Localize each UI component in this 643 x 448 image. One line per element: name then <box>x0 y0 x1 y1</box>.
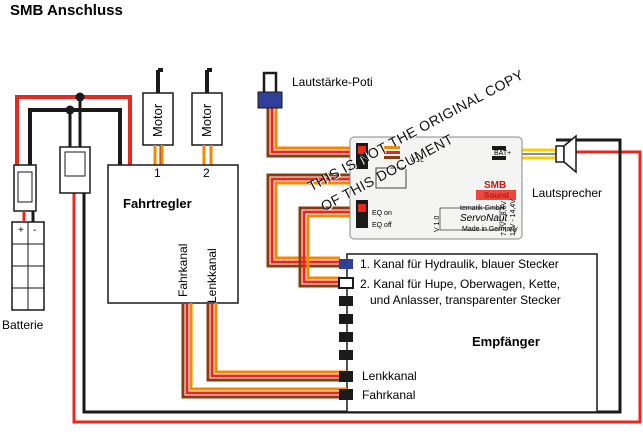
battery <box>11 164 45 311</box>
cable-kanal-2 <box>298 206 360 288</box>
motor-1-number: 1 <box>154 166 161 180</box>
receiver-box <box>346 253 598 413</box>
cable-poti <box>266 106 360 158</box>
servo-cable-lenkkanal <box>206 303 347 382</box>
battery-minus: - <box>33 225 37 236</box>
fahrkanal-vertical-label: Fahrkanal <box>176 243 190 297</box>
module-version: V 1.0 <box>434 215 441 232</box>
diagram-title: SMB Anschluss <box>10 2 123 19</box>
module-volt-2: 12V - 14,4V <box>510 199 517 236</box>
module-made: Made in Germany <box>462 226 518 233</box>
battery-label: Batterie <box>2 318 44 332</box>
speaker-icon <box>555 134 577 174</box>
motor-2-label: Motor <box>199 103 214 137</box>
kanal-2-label-line2: und Anlasser, transparenter Stecker <box>370 293 561 307</box>
module-vol: VOL <box>410 157 425 164</box>
kanal-1-label: 1. Kanal für Hydraulik, blauer Stecker <box>360 257 559 271</box>
module-brand-smb: SMB <box>484 180 507 191</box>
module-eq-off: EQ off <box>372 222 392 229</box>
module-volt-1: 7,2V - 8,6V <box>501 200 508 236</box>
battery-wires <box>15 92 642 424</box>
module-logo: ServoNaut <box>460 213 508 224</box>
receiver-label: Empfänger <box>472 334 540 349</box>
fahrtregler-box <box>107 164 239 304</box>
motor-2 <box>191 68 223 165</box>
speaker-label: Lautsprecher <box>532 186 603 200</box>
receiver-plugs <box>338 259 354 400</box>
lenkkanal-vertical-label: Lenkkanal <box>205 248 219 303</box>
fahrtregler-label: Fahrtregler <box>123 196 192 211</box>
module-brand-sound: Sound <box>484 191 509 200</box>
servo-cable-fahrkanal <box>181 303 347 399</box>
poti-label: Lautstärke-Poti <box>292 75 373 89</box>
motor-2-number: 2 <box>203 166 210 180</box>
module-bat: BAT+ <box>494 150 512 157</box>
switch-connector <box>59 146 91 194</box>
kanal-2-label-line1: 2. Kanal für Hupe, Oberwagen, Kette, <box>360 277 561 291</box>
motor-1 <box>142 68 174 165</box>
module-eq-on: EQ on <box>372 210 392 217</box>
battery-plus: + <box>18 225 24 236</box>
poti <box>257 71 283 109</box>
motor-1-label: Motor <box>150 103 165 137</box>
speaker-wires <box>522 148 556 160</box>
module-maker: tematik GmbH <box>460 205 505 212</box>
sound-module <box>349 136 523 240</box>
lenkkanal-label: Lenkkanal <box>362 369 417 383</box>
fahrkanal-label: Fahrkanal <box>362 388 416 402</box>
